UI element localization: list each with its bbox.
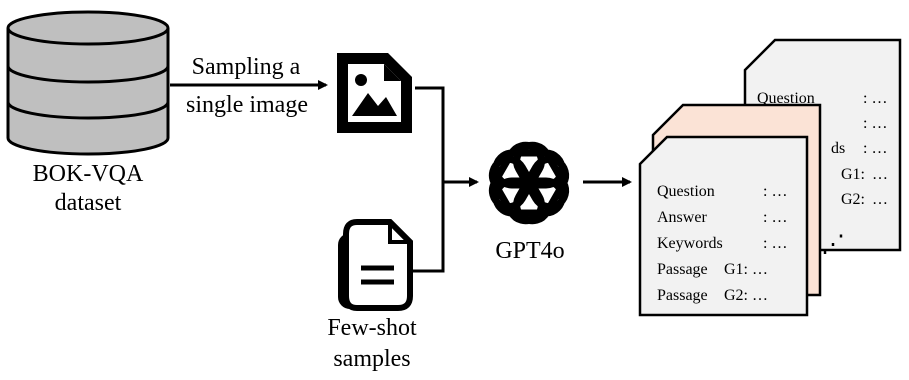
back-card-row-0-value: : … xyxy=(863,90,887,107)
image-file-icon xyxy=(337,53,412,133)
database-cylinder-icon xyxy=(6,10,170,156)
dataset-label-line1: BOK-VQA xyxy=(33,161,144,187)
back-card-row-4-label: G2: xyxy=(841,191,865,208)
back-card-row-3-label: G1: xyxy=(841,166,865,183)
front-card-row-0-label: Question xyxy=(657,183,715,200)
few-shot-label-line1: Few-shot xyxy=(327,315,417,341)
back-card-row-1-value: : … xyxy=(863,115,887,132)
few-shot-label-line2: samples xyxy=(333,346,410,372)
front-card-row-2-label: Keywords xyxy=(657,235,723,252)
connector-lines xyxy=(412,86,479,273)
openai-logo-icon xyxy=(488,141,570,225)
front-card-row-3-value: G1: … xyxy=(724,261,768,278)
sampling-label-line2: single image xyxy=(186,92,308,118)
front-card-row-4-value: G2: … xyxy=(724,287,768,304)
front-card-row-1-label: Answer xyxy=(657,209,707,226)
documents-icon xyxy=(338,219,413,311)
front-card-row-4-label: Passage xyxy=(657,287,708,304)
back-card-row-3-value: … xyxy=(872,166,888,183)
front-card-row-2-value: : … xyxy=(763,235,787,252)
sampling-label-line1: Sampling a xyxy=(192,54,301,80)
dataset-label-line2: dataset xyxy=(55,190,122,216)
front-output-card: Question : … Answer : … Keywords : … Pas… xyxy=(638,135,809,317)
back-card-row-4-value: … xyxy=(872,191,888,208)
front-card-row-0-value: : … xyxy=(763,183,787,200)
more-cards-ellipsis: ⋰ xyxy=(821,232,845,258)
gpt-label: GPT4o xyxy=(495,238,564,264)
back-card-row-2-label: ds xyxy=(831,140,845,157)
front-card-row-1-value: : … xyxy=(763,209,787,226)
front-card-row-3-label: Passage xyxy=(657,261,708,278)
back-card-row-0-label: Question xyxy=(757,90,815,107)
back-card-row-2-value: : … xyxy=(863,140,887,157)
